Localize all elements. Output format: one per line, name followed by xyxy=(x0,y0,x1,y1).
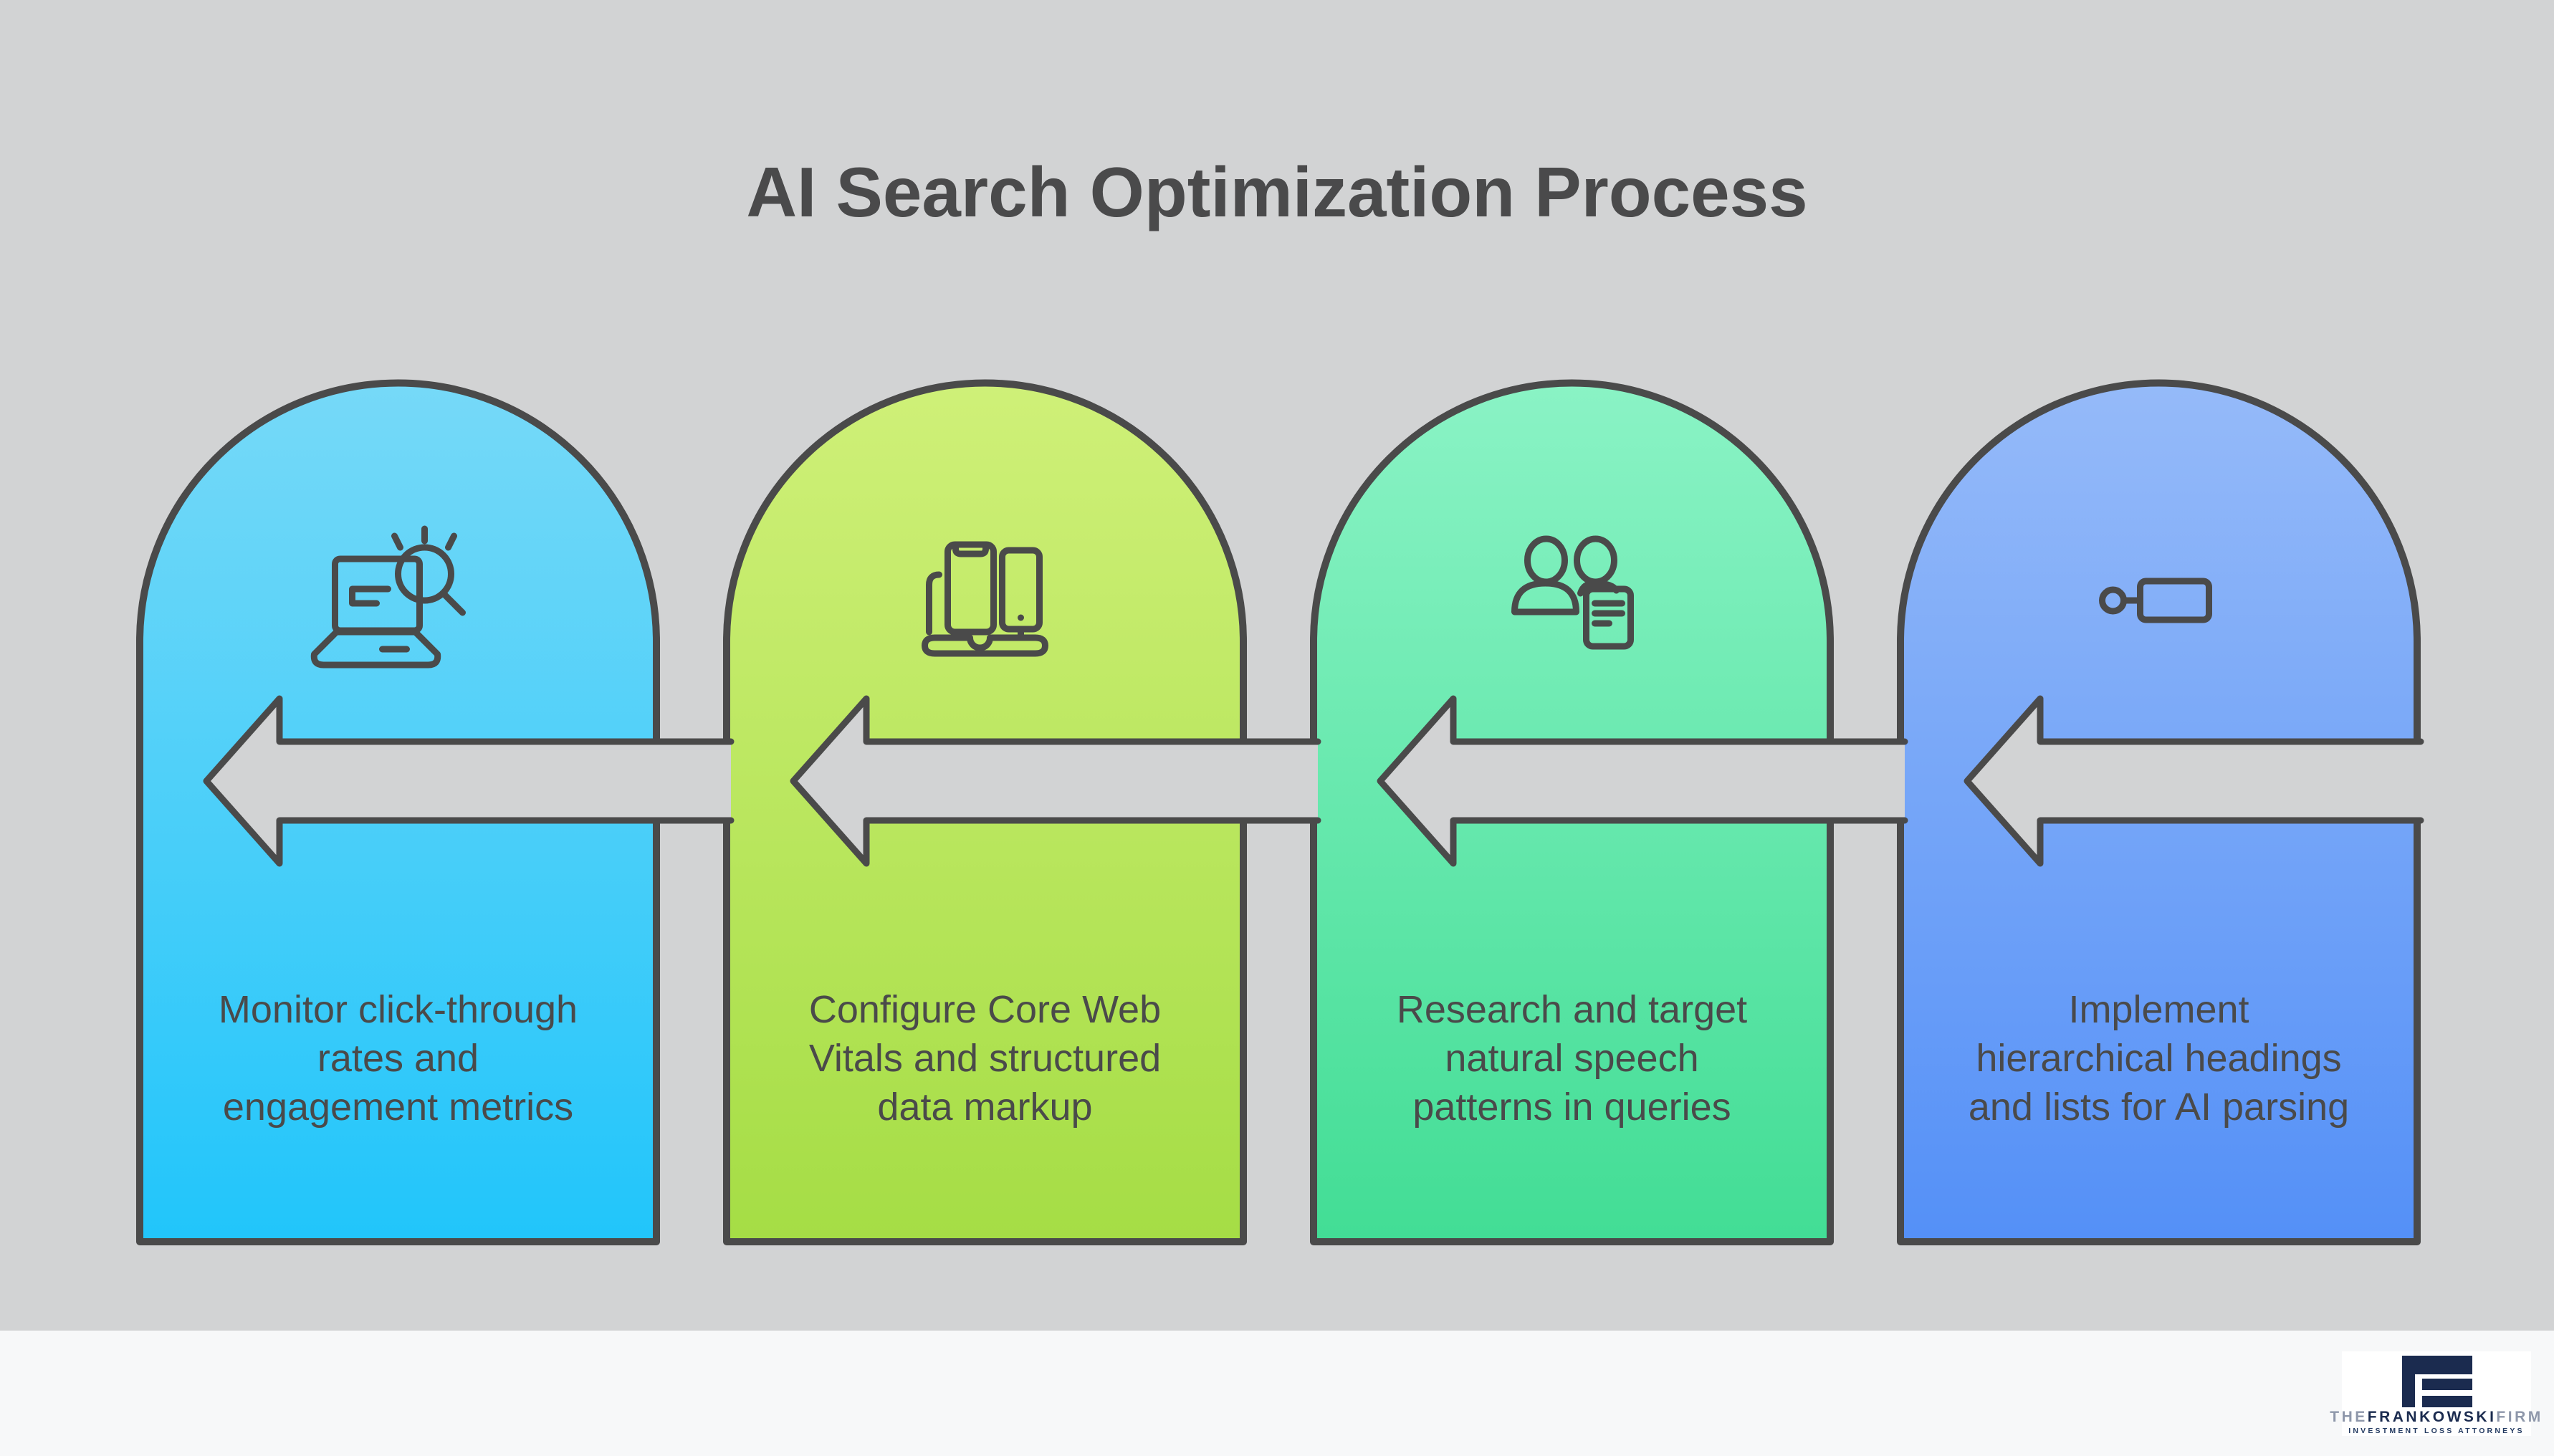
laptop-search-icon xyxy=(310,525,466,669)
brand-name: FRANKOWSKI xyxy=(2368,1409,2497,1425)
card-text-line: Vitals and structured xyxy=(809,1037,1161,1080)
card-2-label: Configure Core Web Vitals and structured… xyxy=(809,988,1161,1129)
flow-arrow-3 xyxy=(1377,695,1908,867)
card-text-line: Configure Core Web xyxy=(809,988,1161,1031)
node-link-icon xyxy=(2099,578,2212,623)
card-1-label: Monitor click-through rates and engageme… xyxy=(219,988,578,1129)
card-text-line: Monitor click-through xyxy=(219,988,578,1031)
brand-logo: THEFRANKOWSKIFIRM INVESTMENT LOSS ATTORN… xyxy=(2330,1351,2543,1436)
card-text-line: natural speech xyxy=(1445,1037,1698,1080)
brand-firm: FIRM xyxy=(2496,1409,2543,1425)
card-4-label: Implement hierarchical headings and list… xyxy=(1969,988,2349,1129)
footer-strip xyxy=(0,1331,2554,1456)
flow-arrow-1 xyxy=(203,695,735,867)
brand-the: THE xyxy=(2330,1409,2368,1425)
flow-arrow-2 xyxy=(790,695,1321,867)
card-text-line: engagement metrics xyxy=(223,1086,573,1129)
card-text-line: hierarchical headings xyxy=(1976,1037,2341,1080)
card-3-label: Research and target natural speech patte… xyxy=(1397,988,1747,1129)
flow-arrow-4 xyxy=(1964,695,2424,867)
card-text-line: rates and xyxy=(317,1037,479,1080)
brand-tagline: INVESTMENT LOSS ATTORNEYS xyxy=(2348,1427,2525,1435)
responsive-devices-icon xyxy=(922,541,1048,657)
card-text-line: Research and target xyxy=(1397,988,1747,1031)
card-text-line: patterns in queries xyxy=(1412,1086,1731,1129)
page-title: AI Search Optimization Process xyxy=(746,153,1807,231)
brand-wordmark: THEFRANKOWSKIFIRM xyxy=(2330,1409,2543,1425)
card-text-line: Implement xyxy=(2068,988,2249,1031)
frankowski-f-mark-icon xyxy=(2402,1356,2472,1407)
card-text-line: and lists for AI parsing xyxy=(1969,1086,2349,1129)
users-document-icon xyxy=(1511,535,1634,650)
card-text-line: data markup xyxy=(877,1086,1092,1129)
